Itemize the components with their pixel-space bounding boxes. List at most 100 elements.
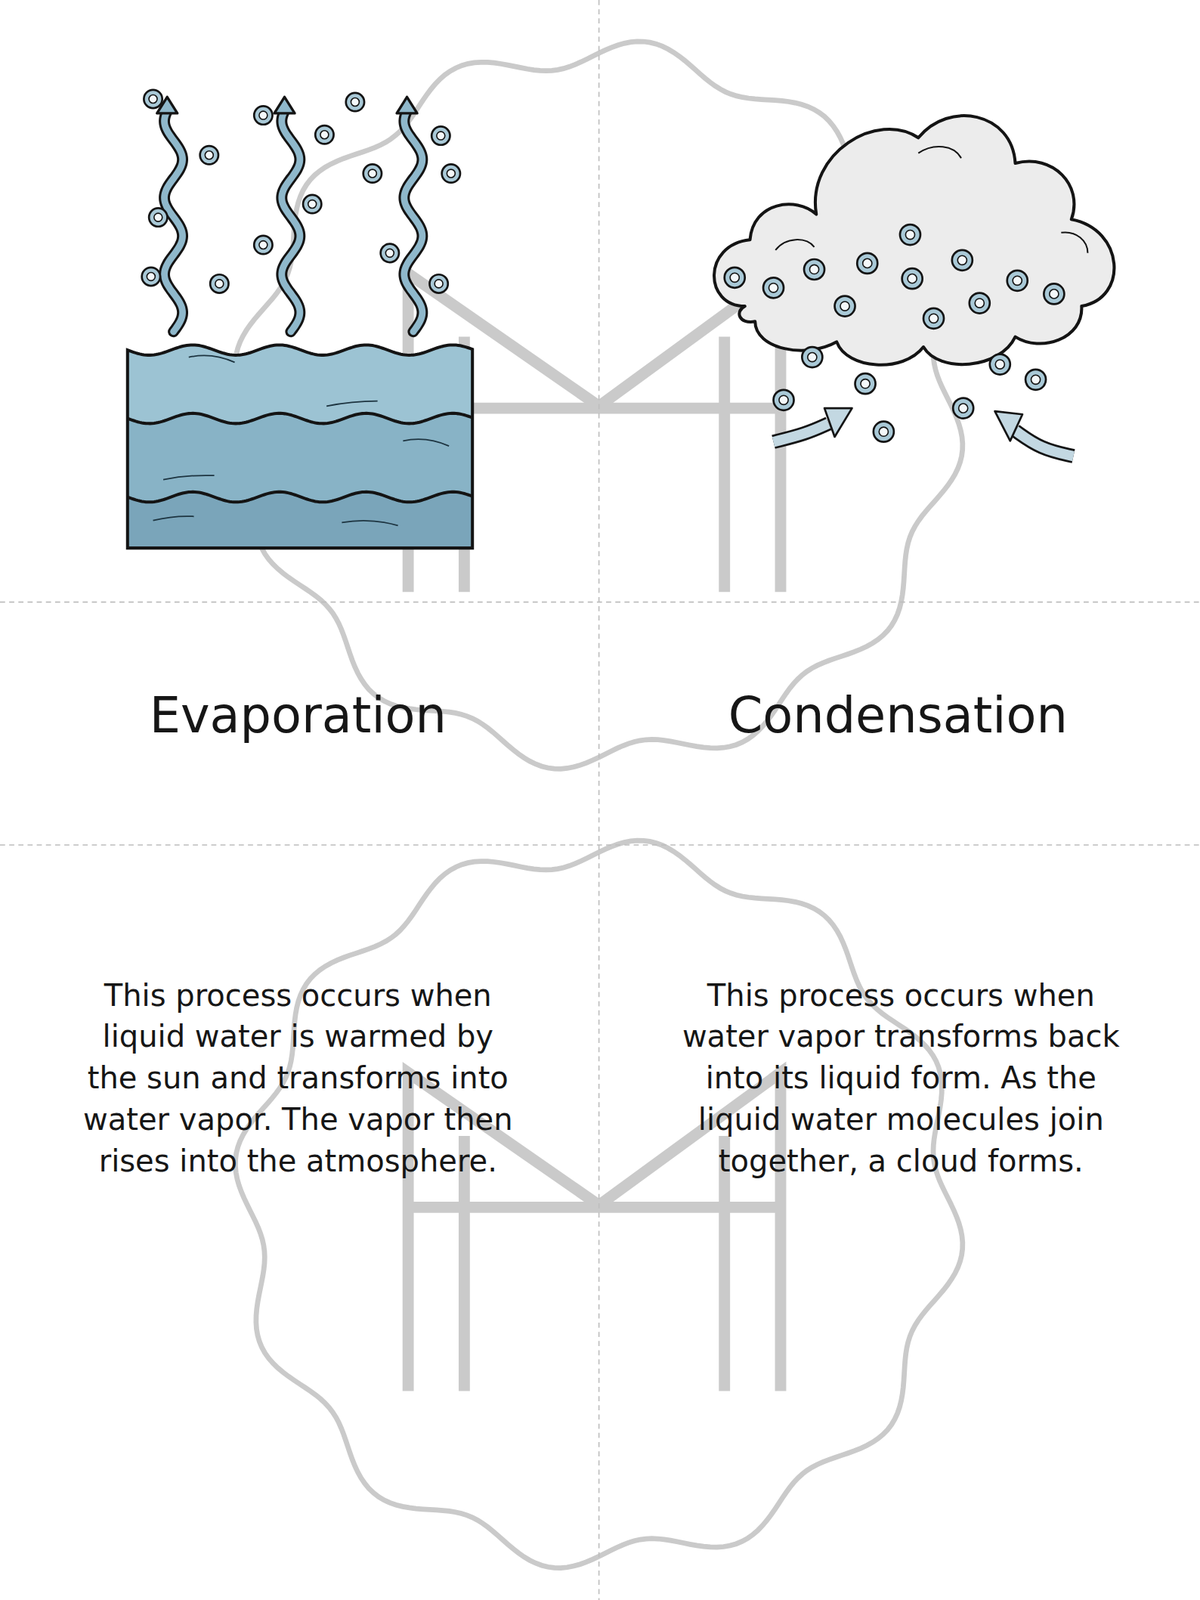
water-molecule-core (308, 200, 317, 209)
water-molecule (801, 346, 823, 368)
water-molecule (380, 244, 399, 263)
wave-line (127, 413, 473, 424)
water-molecule-core (434, 279, 443, 288)
water-molecule (989, 354, 1011, 375)
water-molecule-core (807, 352, 817, 362)
ripple (341, 520, 398, 526)
water-layer (127, 491, 473, 548)
water-molecule-core (995, 359, 1005, 369)
water-molecule-core (809, 264, 819, 274)
water-molecule (142, 267, 161, 286)
water-molecule (303, 194, 322, 214)
rising-arrow-fill (404, 111, 423, 332)
cloud-detail (775, 146, 1088, 254)
water-molecule-core (146, 272, 155, 281)
ripple (402, 439, 449, 446)
water-molecule (855, 373, 876, 394)
water-molecule (873, 421, 894, 443)
cut-line (598, 0, 600, 1600)
cloud-shape (714, 115, 1114, 365)
water-molecule-core (779, 395, 789, 405)
water-molecule (346, 92, 365, 112)
water-molecule (429, 274, 448, 293)
water-molecule (900, 224, 921, 245)
rising-arrow (404, 111, 423, 332)
water-molecule (1007, 270, 1028, 291)
evaporation-illustration (127, 89, 473, 548)
water-molecule (773, 389, 795, 411)
water-molecule-core (957, 255, 967, 265)
arrow-head (274, 96, 295, 114)
water-molecule (253, 105, 273, 124)
water-molecule (253, 235, 273, 254)
wave-line (127, 491, 473, 503)
water-molecule-core (215, 279, 224, 288)
water-molecule-core (905, 229, 915, 239)
water-molecule-core (768, 283, 778, 293)
cut-line (0, 844, 1200, 846)
curved-arrow-fill (773, 423, 829, 442)
water-layer (127, 413, 473, 502)
water-molecule-core (1049, 289, 1059, 299)
water-molecule (1043, 283, 1064, 304)
water-molecule (856, 253, 878, 274)
cut-line (0, 601, 1200, 604)
water-molecule-core (320, 130, 329, 140)
arrow-head (995, 411, 1023, 441)
water-molecule (969, 293, 990, 314)
water-molecule (431, 126, 450, 145)
water-molecule (148, 207, 168, 226)
rising-arrow-fill (281, 111, 300, 332)
water-molecule-core (204, 151, 214, 160)
arrow-head (396, 96, 418, 114)
water-molecule (315, 125, 334, 144)
water-molecule (1025, 369, 1046, 390)
condensation-illustration (714, 115, 1114, 456)
water-molecule-core (1030, 374, 1040, 384)
water-layer (127, 344, 473, 424)
curved-arrow (1015, 430, 1074, 457)
ripple (188, 355, 236, 362)
water-molecule-core (729, 272, 740, 282)
arrow-head (824, 408, 852, 437)
water-molecule (143, 89, 162, 109)
water-molecule (835, 296, 856, 317)
water-outline (127, 344, 473, 548)
water-molecule (442, 163, 461, 183)
water-molecule-core (907, 274, 917, 284)
water-molecule-core (974, 298, 984, 308)
watermark-stroke (718, 337, 730, 593)
water-molecule-core (259, 111, 268, 120)
water-molecule-core (860, 379, 870, 389)
ripple (153, 516, 195, 521)
water-molecule-core (350, 98, 359, 107)
water-molecule (902, 268, 923, 289)
card-description: This process occurs when liquid water is… (78, 974, 518, 1182)
water-molecule (804, 259, 825, 280)
water-molecule (923, 308, 944, 329)
ripple (163, 475, 215, 480)
card-description: This process occurs when water vapor tra… (681, 974, 1121, 1182)
water-molecule-core (958, 403, 969, 413)
curved-arrow (773, 423, 829, 442)
water-molecule (200, 145, 219, 164)
water-molecule-core (154, 213, 163, 222)
water-molecule (210, 274, 229, 293)
water-molecule (952, 250, 973, 271)
water-molecule-core (878, 426, 888, 437)
water-molecule-core (862, 258, 873, 268)
water-molecule-core (446, 169, 455, 178)
water-molecule (363, 163, 382, 183)
curved-arrow-fill (1015, 430, 1074, 457)
water-molecule (763, 277, 784, 298)
water-molecule-core (840, 301, 850, 311)
water-molecule-core (385, 248, 394, 257)
ripple (326, 401, 378, 407)
water-molecule-core (259, 241, 268, 250)
rising-arrow (281, 111, 300, 332)
water-molecule-core (148, 95, 158, 104)
